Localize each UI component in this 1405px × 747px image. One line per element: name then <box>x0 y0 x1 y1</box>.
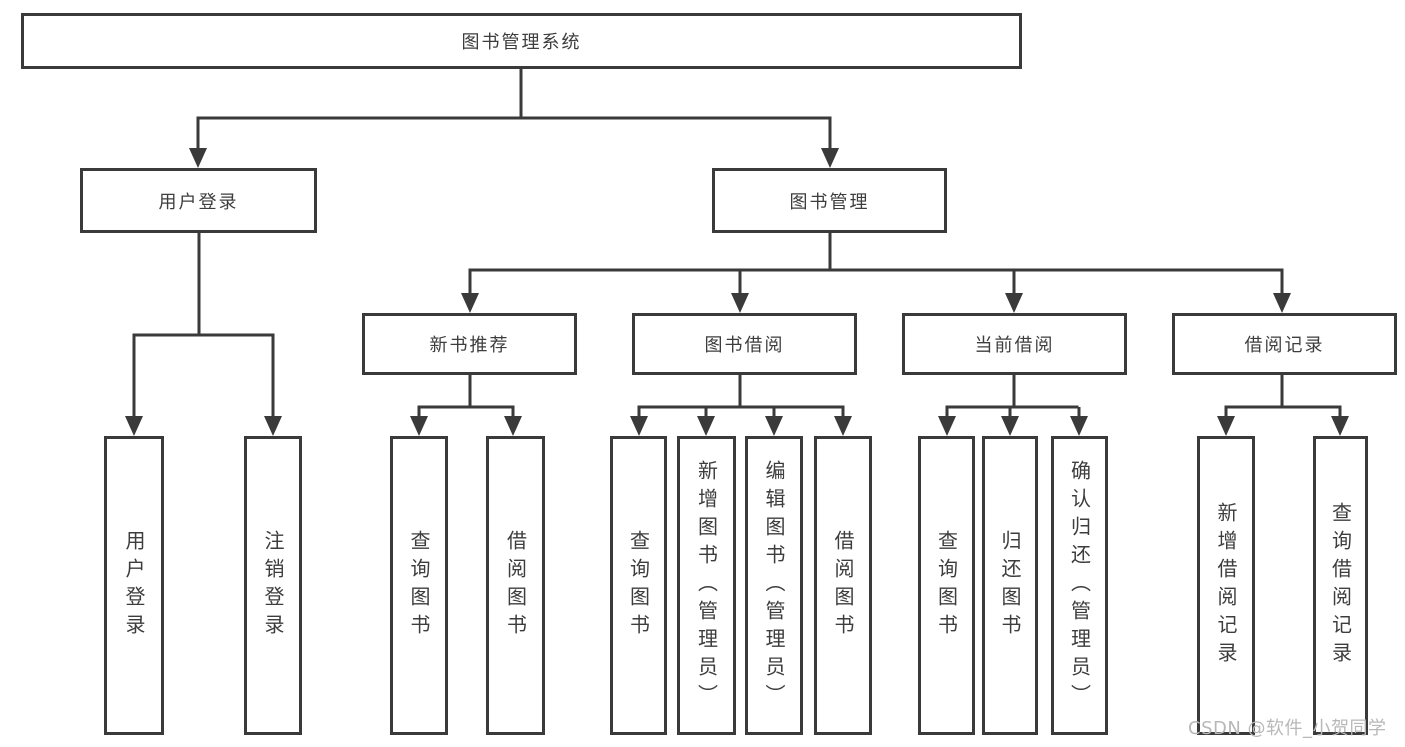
arrow-head <box>1217 416 1235 436</box>
leaf-label: 新增借阅记录 <box>1214 501 1238 670</box>
connector-book-management-children <box>468 233 1284 294</box>
connector-current-borrowing-children <box>945 375 1081 418</box>
leaf-label: 借阅图书 <box>831 529 855 642</box>
leaf-label: 新增图书（管理员） <box>694 459 719 712</box>
leaf-user-login: 用户登录 <box>104 436 164 735</box>
arrow-head <box>504 416 522 436</box>
arrow-head <box>630 416 648 436</box>
leaf-label: 查询借阅记录 <box>1328 501 1353 670</box>
arrow-head <box>1070 416 1088 436</box>
arrow-head <box>264 416 282 436</box>
arrow-head <box>731 293 749 313</box>
leaf-label: 归还图书 <box>998 529 1022 642</box>
csdn-watermark: CSDN @软件_小贺同学 <box>1188 718 1387 739</box>
leaf-query-books-current: 查询图书 <box>918 436 975 735</box>
node-current-borrowing: 当前借阅 <box>902 313 1127 375</box>
arrow-head <box>821 148 839 168</box>
leaf-add-books-admin: 新增图书（管理员） <box>677 436 736 735</box>
arrow-head <box>765 416 783 436</box>
leaf-query-books-recommend: 查询图书 <box>390 436 448 735</box>
leaf-return-books: 归还图书 <box>982 436 1038 735</box>
node-label: 借阅记录 <box>1244 335 1325 356</box>
node-label: 用户登录 <box>158 191 239 213</box>
node-label: 图书管理系统 <box>461 32 582 53</box>
leaf-label: 查询图书 <box>407 529 431 642</box>
arrow-head <box>1001 416 1019 436</box>
connector-borrowing-records-children <box>1224 375 1342 418</box>
arrow-head <box>1005 293 1023 313</box>
arrow-head <box>834 416 852 436</box>
arrow-head <box>461 293 479 313</box>
node-book-management: 图书管理 <box>712 168 947 233</box>
connector-book-borrowing-children <box>637 375 845 418</box>
arrow-head <box>1331 416 1349 436</box>
leaf-label: 用户登录 <box>122 529 146 642</box>
node-book-borrowing: 图书借阅 <box>632 313 857 375</box>
leaf-label: 编辑图书（管理员） <box>762 459 786 712</box>
node-library-management-system: 图书管理系统 <box>21 13 1022 69</box>
leaf-edit-books-admin: 编辑图书（管理员） <box>745 436 803 735</box>
leaf-confirm-return-admin: 确认归还（管理员） <box>1051 436 1108 735</box>
connector-new-book-children <box>417 375 515 418</box>
arrow-head <box>410 416 428 436</box>
leaf-borrow-books-borrowing: 借阅图书 <box>814 436 872 735</box>
arrow-head <box>1273 293 1291 313</box>
node-label: 图书借阅 <box>704 335 785 356</box>
node-label: 新书推荐 <box>429 335 510 356</box>
node-borrowing-records: 借阅记录 <box>1172 313 1397 375</box>
leaf-add-borrow-record: 新增借阅记录 <box>1197 436 1255 735</box>
arrow-head <box>189 148 207 168</box>
leaf-query-borrow-record: 查询借阅记录 <box>1313 436 1368 735</box>
leaf-borrow-books-recommend: 借阅图书 <box>486 436 545 735</box>
arrow-head <box>125 416 143 436</box>
connector-root-to-level2 <box>196 69 832 150</box>
node-new-book-recommendation: 新书推荐 <box>362 313 577 375</box>
arrow-head <box>697 416 715 436</box>
leaf-label: 查询图书 <box>626 529 651 642</box>
leaf-label: 借阅图书 <box>503 529 528 642</box>
leaf-label: 注销登录 <box>261 529 285 642</box>
leaf-label: 确认归还（管理员） <box>1067 459 1092 712</box>
leaf-label: 查询图书 <box>934 529 959 642</box>
arrow-head <box>938 416 956 436</box>
node-label: 当前借阅 <box>974 335 1055 356</box>
node-user-login: 用户登录 <box>80 168 317 233</box>
connector-user-login-children <box>132 233 275 418</box>
leaf-logout-login: 注销登录 <box>244 436 302 735</box>
node-label: 图书管理 <box>789 191 870 213</box>
leaf-query-books-borrowing: 查询图书 <box>610 436 667 735</box>
